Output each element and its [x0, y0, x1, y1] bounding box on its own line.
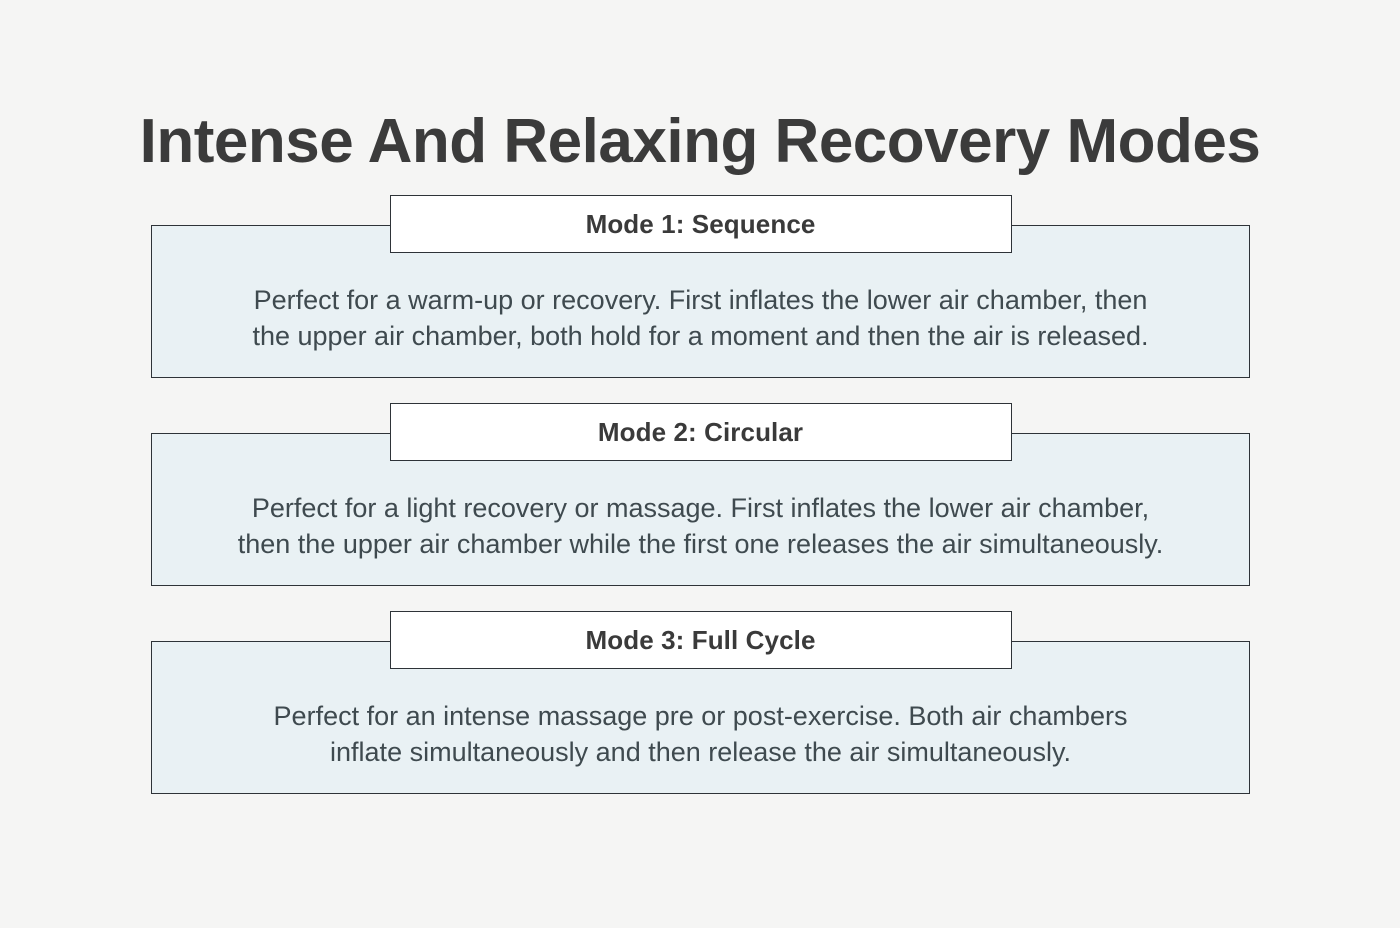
mode-card-description: Perfect for an intense massage pre or po…	[273, 700, 1128, 768]
mode-card: Mode 2: Circular Perfect for a light rec…	[151, 402, 1250, 586]
mode-card-header-label: Mode 2: Circular	[597, 416, 804, 447]
mode-card-header: Mode 3: Full Cycle	[389, 610, 1012, 669]
mode-card-header-label: Mode 3: Full Cycle	[585, 624, 816, 655]
mode-card-header-label: Mode 1: Sequence	[585, 209, 816, 239]
mode-card-list: Mode 1: Sequence Perfect for a warm-up o…	[151, 195, 1250, 794]
mode-card: Mode 1: Sequence Perfect for a warm-up o…	[151, 195, 1250, 378]
mode-card: Mode 3: Full Cycle Perfect for an intens…	[151, 610, 1250, 794]
page-title: Intense And Relaxing Recovery Modes	[139, 106, 1261, 176]
mode-card-header: Mode 2: Circular	[389, 402, 1012, 461]
mode-card-description: Perfect for a light recovery or massage.…	[237, 492, 1164, 560]
mode-card-description: Perfect for a warm-up or recovery. First…	[252, 285, 1149, 352]
mode-card-header: Mode 1: Sequence	[389, 195, 1012, 253]
